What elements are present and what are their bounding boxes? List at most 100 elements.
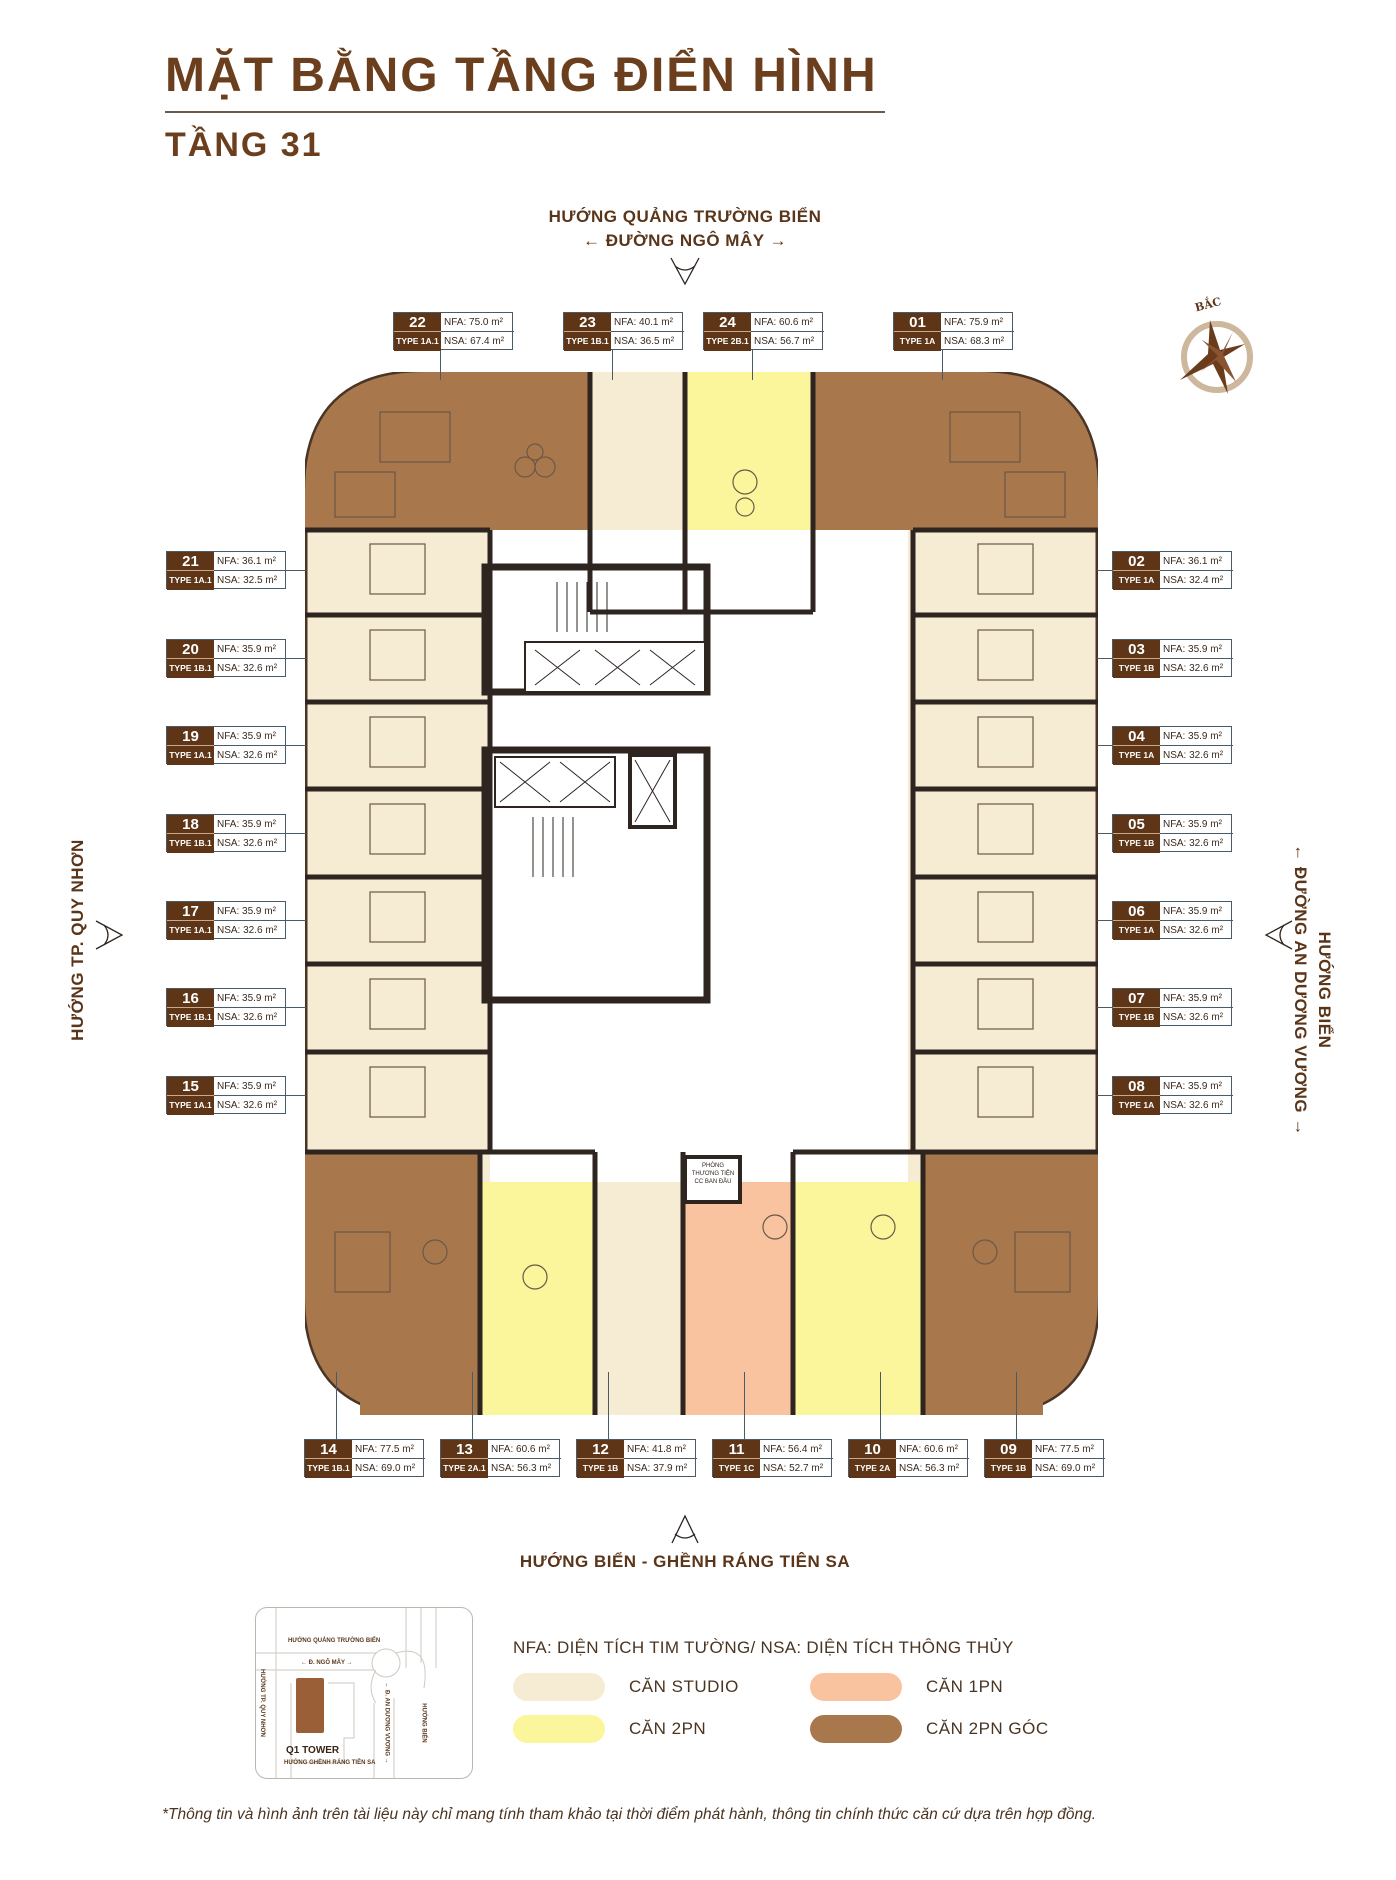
leader-line	[752, 350, 753, 380]
unit-number: 05	[1113, 815, 1160, 834]
unit-number: 22	[394, 313, 441, 332]
unit-type: TYPE 2A.1	[441, 1459, 488, 1478]
leader-line	[608, 1372, 609, 1439]
unit-type: TYPE 1B	[1113, 659, 1160, 678]
unit-nfa: NFA: 77.5 m²	[352, 1440, 425, 1459]
unit-nsa: NSA: 32.6 m²	[217, 838, 278, 849]
unit-nfa: NFA: 36.1 m²	[214, 552, 287, 571]
page-title: MẶT BẰNG TẦNG ĐIỂN HÌNH	[165, 49, 878, 102]
legend-label: CĂN STUDIO	[629, 1677, 739, 1696]
direction-top-line1: HƯỚNG QUẢNG TRƯỜNG BIỂN	[548, 207, 822, 226]
unit-nfa: NFA: 35.9 m²	[1160, 1077, 1233, 1096]
unit-number: 12	[577, 1440, 624, 1459]
unit-nfa: NFA: 35.9 m²	[1160, 727, 1233, 746]
unit-number: 03	[1113, 640, 1160, 659]
legend-swatch-studio	[513, 1673, 605, 1701]
unit-nfa: NFA: 35.9 m²	[214, 727, 287, 746]
leader-line	[336, 1372, 337, 1439]
view-eye-icon-bottom	[671, 1514, 699, 1544]
unit-label-01[interactable]: 01 NFA: 75.9 m² TYPE 1A NSA: 68.3 m²	[893, 312, 1014, 351]
unit-type: TYPE 2A	[849, 1459, 896, 1478]
leader-line	[744, 1372, 745, 1439]
unit-nfa: NFA: 36.1 m²	[1160, 552, 1233, 571]
unit-number: 15	[167, 1077, 214, 1096]
unit-label-04[interactable]: 04 NFA: 35.9 m² TYPE 1A NSA: 32.6 m²	[1112, 726, 1233, 765]
unit-label-06[interactable]: 06 NFA: 35.9 m² TYPE 1A NSA: 32.6 m²	[1112, 901, 1233, 940]
unit-nfa: NFA: 35.9 m²	[1160, 815, 1233, 834]
unit-nfa: NFA: 35.9 m²	[214, 815, 287, 834]
unit-type: TYPE 1B.1	[167, 834, 214, 853]
unit-number: 23	[564, 313, 611, 332]
unit-label-10[interactable]: 10 NFA: 60.6 m² TYPE 2A NSA: 56.3 m²	[848, 1439, 969, 1478]
unit-type: TYPE 1A.1	[167, 746, 214, 765]
unit-nsa: NSA: 68.3 m²	[944, 336, 1005, 347]
unit-number: 02	[1113, 552, 1160, 571]
unit-type: TYPE 1B	[985, 1459, 1032, 1478]
legend-label: CĂN 1PN	[926, 1677, 1004, 1696]
unit-label-19[interactable]: 19 NFA: 35.9 m² TYPE 1A.1 NSA: 32.6 m²	[166, 726, 287, 765]
direction-top-line2: ← ĐƯỜNG NGÔ MÂY →	[583, 231, 787, 250]
unit-label-02[interactable]: 02 NFA: 36.1 m² TYPE 1A NSA: 32.4 m²	[1112, 551, 1233, 590]
unit-nfa: NFA: 35.9 m²	[214, 902, 287, 921]
title-divider	[165, 111, 885, 113]
unit-nsa: NSA: 32.6 m²	[1163, 663, 1224, 674]
unit-number: 13	[441, 1440, 488, 1459]
unit-nfa: NFA: 35.9 m²	[1160, 989, 1233, 1008]
unit-nsa: NSA: 36.5 m²	[614, 336, 675, 347]
unit-label-18[interactable]: 18 NFA: 35.9 m² TYPE 1B.1 NSA: 32.6 m²	[166, 814, 287, 853]
unit-number: 17	[167, 902, 214, 921]
unit-label-20[interactable]: 20 NFA: 35.9 m² TYPE 1B.1 NSA: 32.6 m²	[166, 639, 287, 678]
minimap-right: HƯỚNG BIỂN	[420, 1703, 427, 1743]
minimap-tower-label: Q1 TOWER	[286, 1745, 340, 1756]
unit-label-23[interactable]: 23 NFA: 40.1 m² TYPE 1B.1 NSA: 36.5 m²	[563, 312, 684, 351]
unit-nsa: NSA: 69.0 m²	[1035, 1463, 1096, 1474]
floor-plan	[305, 372, 1098, 1415]
unit-nsa: NSA: 56.3 m²	[899, 1463, 960, 1474]
unit-label-03[interactable]: 03 NFA: 35.9 m² TYPE 1B NSA: 32.6 m²	[1112, 639, 1233, 678]
unit-label-07[interactable]: 07 NFA: 35.9 m² TYPE 1B NSA: 32.6 m²	[1112, 988, 1233, 1027]
minimap-roads	[256, 1608, 437, 1778]
unit-label-12[interactable]: 12 NFA: 41.8 m² TYPE 1B NSA: 37.9 m²	[576, 1439, 697, 1478]
leader-line	[1097, 1095, 1112, 1096]
location-minimap: HƯỚNG QUẢNG TRƯỜNG BIỂN ← Đ. NGÔ MÂY → H…	[255, 1607, 473, 1779]
unit-label-09[interactable]: 09 NFA: 77.5 m² TYPE 1B NSA: 69.0 m²	[984, 1439, 1105, 1478]
unit-nfa: NFA: 56.4 m²	[760, 1440, 833, 1459]
unit-nfa: NFA: 75.9 m²	[941, 313, 1014, 332]
leader-line	[286, 1007, 306, 1008]
minimap-bottom: HƯỚNG GHỀNH RÁNG TIÊN SA	[284, 1760, 376, 1766]
unit-label-22[interactable]: 22 NFA: 75.0 m² TYPE 1A.1 NSA: 67.4 m²	[393, 312, 514, 351]
leader-line	[440, 350, 441, 380]
unit-type: TYPE 1A	[1113, 746, 1160, 765]
unit-number: 09	[985, 1440, 1032, 1459]
view-eye-icon-top	[670, 257, 700, 286]
unit-label-14[interactable]: 14 NFA: 77.5 m² TYPE 1B.1 NSA: 69.0 m²	[304, 1439, 425, 1478]
unit-type: TYPE 1B	[1113, 1008, 1160, 1027]
leader-line	[1097, 1007, 1112, 1008]
leader-line	[1097, 658, 1112, 659]
legend-swatch-1pn	[810, 1673, 902, 1701]
direction-right-line2: ← ĐƯỜNG AN DƯƠNG VƯƠNG →	[1291, 844, 1310, 1136]
unit-type: TYPE 1B.1	[305, 1459, 352, 1478]
legend-title: NFA: DIỆN TÍCH TIM TƯỜNG/ NSA: DIỆN TÍCH…	[513, 1638, 1014, 1657]
unit-label-15[interactable]: 15 NFA: 35.9 m² TYPE 1A.1 NSA: 32.6 m²	[166, 1076, 287, 1115]
unit-number: 06	[1113, 902, 1160, 921]
legend-item-1pn: CĂN 1PN	[810, 1673, 1003, 1701]
unit-label-24[interactable]: 24 NFA: 60.6 m² TYPE 2B.1 NSA: 56.7 m²	[703, 312, 824, 351]
unit-label-21[interactable]: 21 NFA: 36.1 m² TYPE 1A.1 NSA: 32.5 m²	[166, 551, 287, 590]
unit-number: 11	[713, 1440, 760, 1459]
unit-type: TYPE 1A	[1113, 1096, 1160, 1115]
unit-label-17[interactable]: 17 NFA: 35.9 m² TYPE 1A.1 NSA: 32.6 m²	[166, 901, 287, 940]
legend-item-2pn-goc: CĂN 2PN GÓC	[810, 1715, 1049, 1743]
unit-label-08[interactable]: 08 NFA: 35.9 m² TYPE 1A NSA: 32.6 m²	[1112, 1076, 1233, 1115]
unit-nfa: NFA: 35.9 m²	[214, 640, 287, 659]
unit-type: TYPE 1B.1	[564, 332, 611, 351]
unit-nsa: NSA: 32.6 m²	[1163, 750, 1224, 761]
unit-label-13[interactable]: 13 NFA: 60.6 m² TYPE 2A.1 NSA: 56.3 m²	[440, 1439, 561, 1478]
leader-line	[286, 745, 306, 746]
leader-line	[1097, 920, 1112, 921]
unit-label-16[interactable]: 16 NFA: 35.9 m² TYPE 1B.1 NSA: 32.6 m²	[166, 988, 287, 1027]
unit-label-05[interactable]: 05 NFA: 35.9 m² TYPE 1B NSA: 32.6 m²	[1112, 814, 1233, 853]
unit-nfa: NFA: 35.9 m²	[1160, 902, 1233, 921]
unit-nsa: NSA: 32.6 m²	[217, 925, 278, 936]
unit-label-11[interactable]: 11 NFA: 56.4 m² TYPE 1C NSA: 52.7 m²	[712, 1439, 833, 1478]
